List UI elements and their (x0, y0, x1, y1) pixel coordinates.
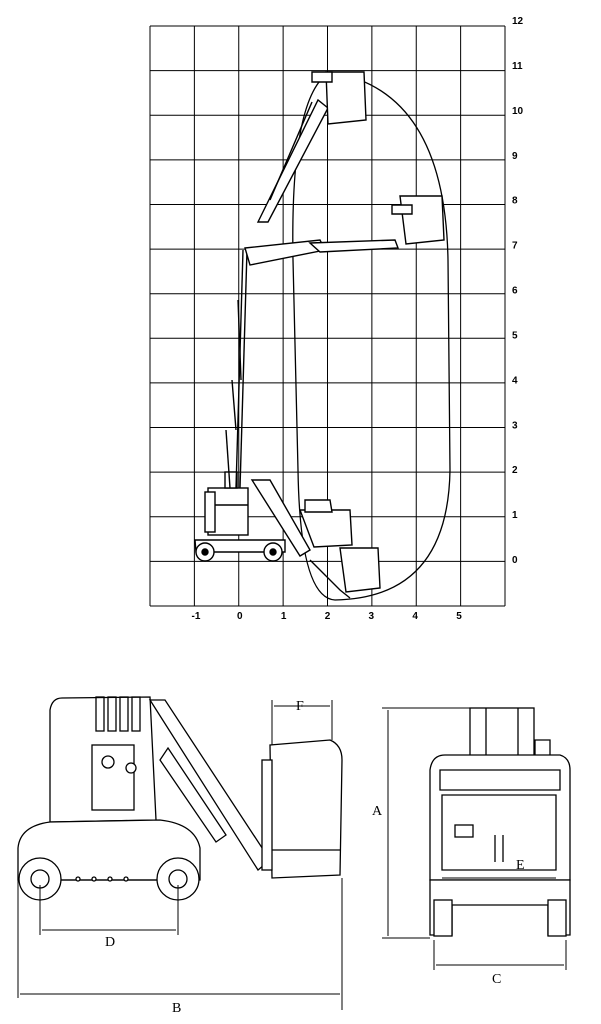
range-low-basket (309, 547, 381, 599)
y-tick-label: 3 (512, 420, 518, 431)
y-tick-label: 5 (512, 330, 518, 341)
rear-view-dimensions (382, 707, 567, 970)
working-envelope (292, 71, 451, 601)
side-view-drawing (17, 696, 343, 901)
y-tick-label: 12 (512, 16, 524, 27)
x-axis-tick-labels: -1 0 1 2 3 4 5 (192, 611, 463, 622)
y-tick-label: 4 (512, 375, 518, 386)
range-grid (149, 25, 506, 607)
dimension-e-label: E (516, 858, 525, 873)
x-tick-label: 1 (281, 611, 287, 622)
y-tick-label: 7 (512, 241, 518, 252)
y-tick-label: 6 (512, 286, 518, 297)
dimension-f-label: F (296, 699, 304, 714)
range-horizontal-boom (244, 195, 445, 266)
y-tick-label: 11 (512, 61, 523, 72)
range-mast (225, 249, 248, 489)
y-tick-label: 0 (512, 555, 518, 566)
range-raised-boom (256, 71, 367, 223)
dimension-d-label: D (105, 935, 115, 950)
range-stowed-boom (250, 479, 353, 557)
x-tick-label: 2 (325, 611, 331, 622)
x-tick-label: -1 (192, 611, 201, 622)
y-tick-label: 8 (512, 196, 518, 207)
y-tick-label: 2 (512, 465, 518, 476)
x-tick-label: 4 (412, 611, 418, 622)
y-tick-label: 9 (512, 151, 518, 162)
dimension-a-label: A (372, 804, 383, 819)
rear-view-drawing (429, 707, 571, 937)
range-base-machine (194, 471, 286, 562)
x-tick-label: 3 (369, 611, 375, 622)
dimension-b-label: B (172, 1001, 181, 1016)
dimension-c-label: C (492, 972, 501, 987)
side-view-dimensions (17, 700, 343, 1010)
x-tick-label: 5 (456, 611, 462, 622)
y-tick-label: 1 (512, 510, 518, 521)
y-tick-label: 10 (512, 106, 524, 117)
x-tick-label: 0 (237, 611, 243, 622)
